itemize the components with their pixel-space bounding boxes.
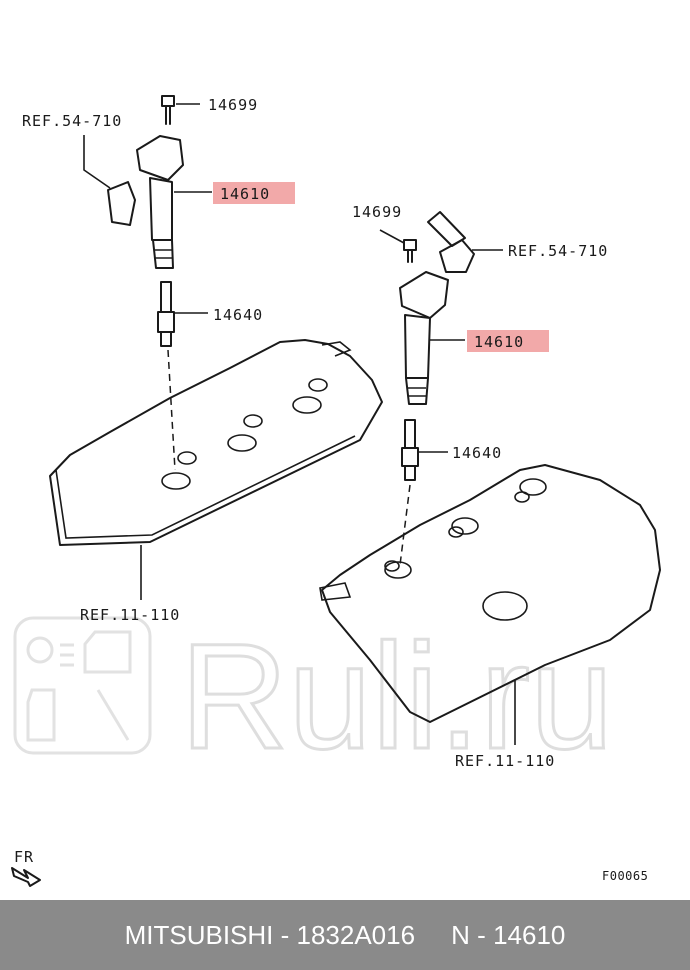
spark-plug-right — [401, 419, 419, 481]
leader-lines — [174, 103, 503, 453]
label-ref-54-710-left: REF.54-710 — [22, 112, 122, 130]
label-ref-11-110-left: REF.11-110 — [80, 606, 180, 624]
footer-part-text: MITSUBISHI - 1832A016 N - 14610 — [124, 919, 566, 950]
ignition-coil-right — [399, 271, 449, 405]
label-part-14640-right: 14640 — [452, 444, 502, 462]
label-part-14699-left: 14699 — [208, 96, 258, 114]
connector-left-icon — [83, 135, 136, 226]
highlight-box-left — [213, 182, 295, 204]
label-part-14610-left: 14610 — [220, 185, 270, 203]
valve-cover-left — [49, 339, 383, 600]
front-arrow-icon — [11, 867, 41, 887]
label-part-14640-left: 14640 — [213, 306, 263, 324]
valve-cover-right — [319, 464, 661, 745]
bolt-left-icon — [161, 95, 175, 125]
spark-plug-left — [157, 281, 175, 347]
front-marker-label: FR — [14, 848, 34, 866]
label-part-14610-right: 14610 — [474, 333, 524, 351]
ignition-coil-left — [136, 135, 184, 269]
footer-bar: MITSUBISHI - 1832A016 N - 14610 — [0, 900, 690, 970]
label-ref-54-710-right: REF.54-710 — [508, 242, 608, 260]
label-part-14699-right: 14699 — [352, 203, 402, 221]
label-ref-11-110-right: REF.11-110 — [455, 752, 555, 770]
install-line-left — [167, 349, 176, 471]
install-line-right — [399, 484, 411, 566]
bolt-right-icon — [379, 229, 417, 263]
highlight-box-right — [467, 330, 549, 352]
figure-code: F00065 — [602, 869, 648, 883]
parts-diagram: Ruli.ru — [11, 95, 661, 887]
connector-right-icon — [427, 211, 475, 273]
